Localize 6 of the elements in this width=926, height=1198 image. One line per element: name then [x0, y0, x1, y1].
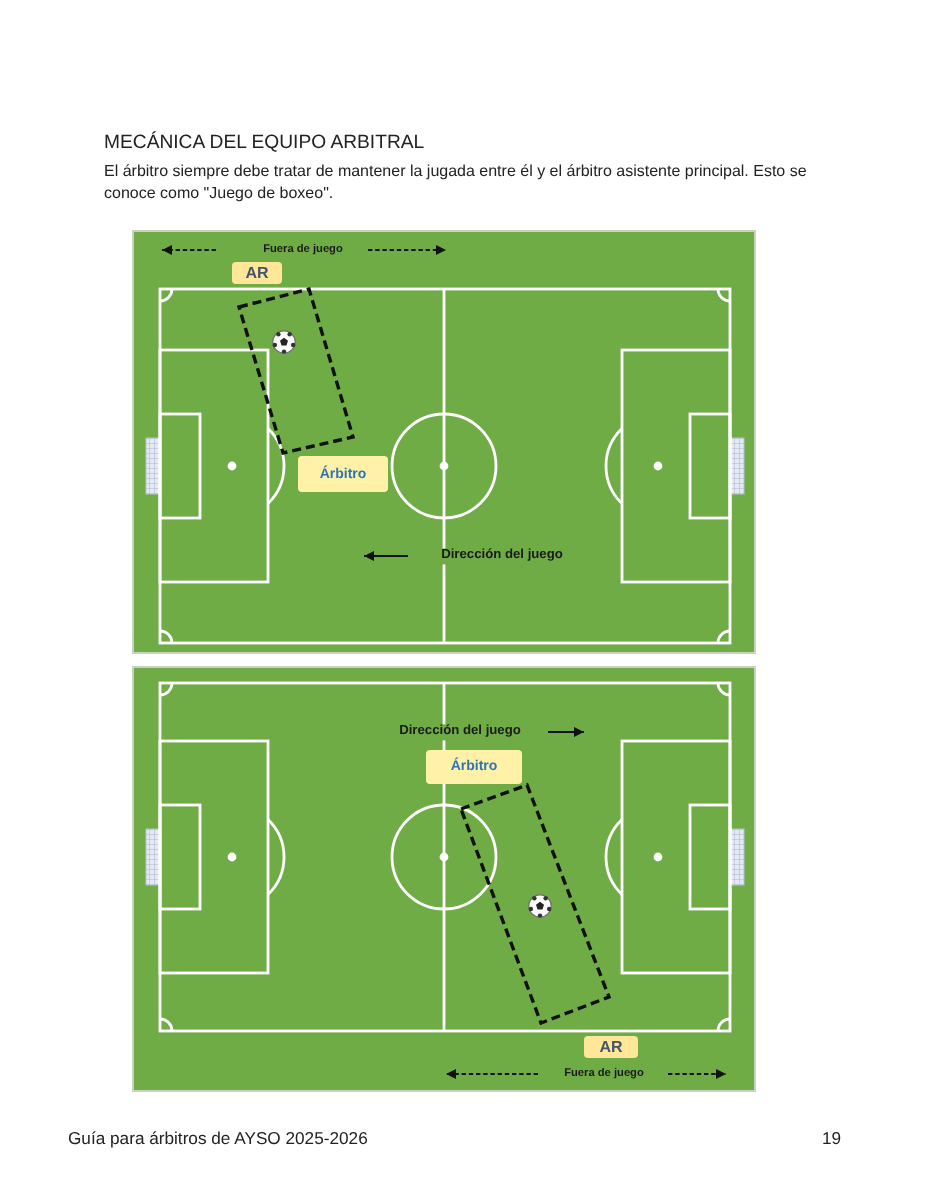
section-heading: MECÁNICA DEL EQUIPO ARBITRAL	[104, 132, 425, 158]
footer-text: Guía para árbitros de AYSO 2025-2026	[68, 1128, 368, 1152]
page-number: 19	[822, 1128, 842, 1152]
assistant-referee-tag: AR	[232, 262, 282, 284]
assistant-referee-tag: AR	[584, 1036, 638, 1058]
paragraph: El árbitro siempre debe tratar de mantener la jugada entre él y el árbitro asistente principal. Esto se conoce como "Juego de boxeo".	[104, 162, 809, 206]
